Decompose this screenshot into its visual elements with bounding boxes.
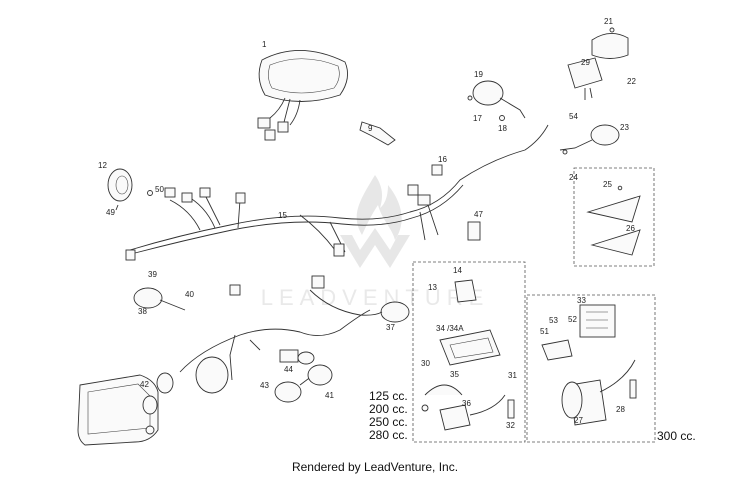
callout-47: 47 bbox=[474, 210, 483, 219]
callout-54: 54 bbox=[569, 112, 578, 121]
instrument-cluster bbox=[257, 50, 349, 141]
watermark: LEADVENTURE bbox=[261, 175, 490, 310]
footer-credit: Rendered by LeadVenture, Inc. bbox=[291, 460, 459, 474]
callout-1: 1 bbox=[262, 40, 267, 49]
callout-31: 31 bbox=[508, 371, 517, 380]
callout-23: 23 bbox=[620, 123, 629, 132]
callout-52: 52 bbox=[568, 315, 577, 324]
tail-light bbox=[567, 27, 629, 100]
callout-49: 49 bbox=[106, 208, 115, 217]
callout-14: 14 bbox=[453, 266, 462, 275]
callout-28: 28 bbox=[616, 405, 625, 414]
callout-21: 21 bbox=[604, 17, 613, 26]
callout-42: 42 bbox=[140, 380, 149, 389]
callout-50: 50 bbox=[155, 185, 164, 194]
ignition-box-300 bbox=[526, 294, 656, 443]
headlight-assembly bbox=[77, 309, 371, 446]
callout-36: 36 bbox=[462, 399, 471, 408]
turn-signal-front-right bbox=[467, 80, 526, 121]
callout-53: 53 bbox=[549, 316, 558, 325]
callout-51: 51 bbox=[540, 327, 549, 336]
callout-37: 37 bbox=[386, 323, 395, 332]
callout-34-34a: 34 /34A bbox=[436, 324, 464, 333]
callout-12: 12 bbox=[98, 161, 107, 170]
engine-label-300: 300 cc. bbox=[657, 429, 696, 443]
engine-labels: 125 cc. 200 cc. 250 cc. 280 cc. 300 cc. bbox=[369, 389, 696, 443]
fuse-part bbox=[467, 221, 481, 241]
callout-33: 33 bbox=[577, 296, 586, 305]
callout-9: 9 bbox=[368, 124, 373, 133]
callout-30: 30 bbox=[421, 359, 430, 368]
callout-29: 29 bbox=[581, 58, 590, 67]
lamp-socket bbox=[279, 349, 333, 386]
engine-label-280: 280 cc. bbox=[369, 428, 408, 442]
callout-13: 13 bbox=[428, 283, 437, 292]
watermark-text: LEADVENTURE bbox=[261, 285, 490, 310]
horn bbox=[107, 168, 153, 211]
callout-41: 41 bbox=[325, 391, 334, 400]
engine-label-200: 200 cc. bbox=[369, 402, 408, 416]
handlebar-switch bbox=[229, 275, 410, 323]
relay-part bbox=[431, 164, 443, 176]
main-harness bbox=[125, 124, 549, 261]
callout-25: 25 bbox=[603, 180, 612, 189]
engine-label-125: 125 cc. bbox=[369, 389, 408, 403]
callout-17: 17 bbox=[473, 114, 482, 123]
callout-22: 22 bbox=[627, 77, 636, 86]
callout-24: 24 bbox=[569, 173, 578, 182]
callout-labels: 1 9 12 15 16 17 18 19 21 22 23 24 25 26 … bbox=[98, 17, 636, 430]
callout-15: 15 bbox=[278, 211, 287, 220]
callout-19: 19 bbox=[474, 70, 483, 79]
callout-27: 27 bbox=[574, 416, 583, 425]
turn-signal-front-left bbox=[133, 287, 186, 311]
callout-32: 32 bbox=[506, 421, 515, 430]
bracket-part bbox=[359, 121, 396, 146]
callout-38: 38 bbox=[138, 307, 147, 316]
reflector-kit-box bbox=[573, 167, 655, 267]
callout-26: 26 bbox=[626, 224, 635, 233]
callout-16: 16 bbox=[438, 155, 447, 164]
engine-label-250: 250 cc. bbox=[369, 415, 408, 429]
callout-35: 35 bbox=[450, 370, 459, 379]
callout-39: 39 bbox=[148, 270, 157, 279]
callout-40: 40 bbox=[185, 290, 194, 299]
callout-44: 44 bbox=[284, 365, 293, 374]
callout-18: 18 bbox=[498, 124, 507, 133]
ignition-box-125-280 bbox=[412, 261, 526, 443]
callout-43: 43 bbox=[260, 381, 269, 390]
turn-signal-rear bbox=[559, 124, 620, 155]
